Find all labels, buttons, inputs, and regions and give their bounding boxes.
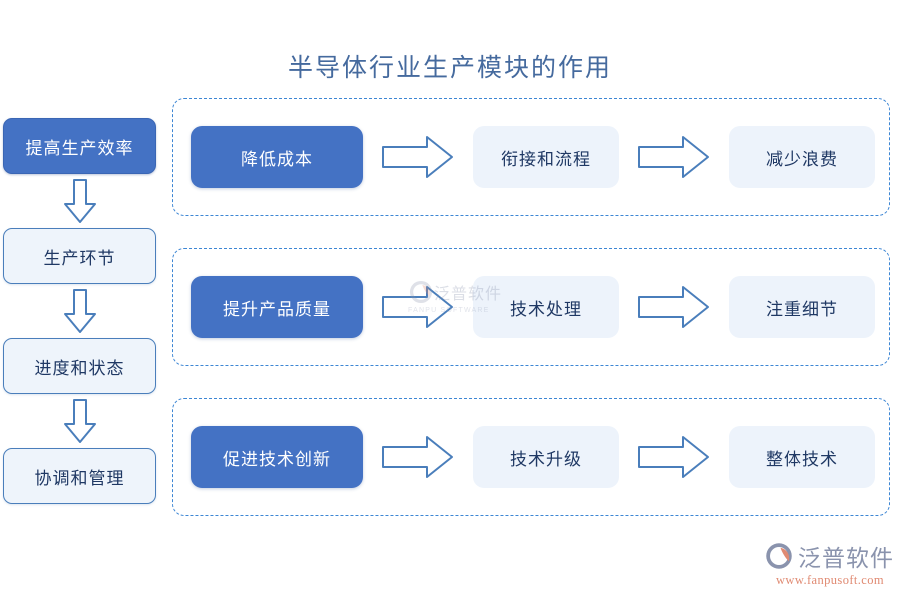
arrow-right-icon (638, 436, 709, 478)
sidebar-item-3[interactable]: 协调和管理 (3, 448, 156, 504)
sidebar-item-3-label: 协调和管理 (34, 468, 125, 488)
sidebar-item-0[interactable]: 提高生产效率 (3, 118, 156, 174)
sidebar-item-0-label: 提高生产效率 (25, 138, 134, 158)
row-group-quality: 提升产品质量 技术处理 注重细节 (172, 248, 890, 366)
row-0-node-1[interactable]: 衔接和流程 (473, 126, 619, 188)
row-group-cost: 降低成本 衔接和流程 减少浪费 (172, 98, 890, 216)
arrow-down-icon (63, 399, 96, 443)
logo-brand-row: 泛普软件 (764, 541, 896, 571)
sidebar-connector-2 (3, 394, 156, 448)
row-innovation-inner: 促进技术创新 技术升级 整体技术 (191, 426, 875, 488)
sidebar-item-1[interactable]: 生产环节 (3, 228, 156, 284)
logo-brand-text: 泛普软件 (798, 546, 894, 571)
row-cost-inner: 降低成本 衔接和流程 减少浪费 (191, 126, 875, 188)
fanpu-swoosh-logo-icon (766, 543, 792, 569)
row-1-node-2-label: 注重细节 (766, 299, 838, 319)
row-2-node-2-label: 整体技术 (766, 449, 838, 469)
arrow-right-icon (382, 136, 453, 178)
row-1-node-0[interactable]: 提升产品质量 (191, 276, 363, 338)
page-title: 半导体行业生产模块的作用 (287, 55, 612, 82)
row-group-innovation: 促进技术创新 技术升级 整体技术 (172, 398, 890, 516)
sidebar-item-2-label: 进度和状态 (34, 358, 125, 378)
sidebar-connector-0 (3, 174, 156, 228)
row-2-node-1[interactable]: 技术升级 (473, 426, 619, 488)
arrow-right-icon (638, 286, 709, 328)
sidebar-flow: 提高生产效率 生产环节 进度和状态 协调和管理 (3, 118, 156, 504)
row-0-node-2[interactable]: 减少浪费 (729, 126, 875, 188)
arrow-right-icon (382, 286, 453, 328)
row-0-connector-1 (619, 134, 729, 180)
arrow-right-icon (638, 136, 709, 178)
arrow-down-icon (63, 179, 96, 223)
row-2-connector-1 (619, 434, 729, 480)
row-2-connector-0 (363, 434, 473, 480)
row-0-node-0-label: 降低成本 (241, 149, 313, 169)
sidebar-item-2[interactable]: 进度和状态 (3, 338, 156, 394)
sidebar-item-1-label: 生产环节 (43, 248, 116, 268)
logo-url-text: www.fanpusoft.com (775, 573, 885, 587)
row-1-node-1-label: 技术处理 (510, 299, 582, 319)
row-2-node-0[interactable]: 促进技术创新 (191, 426, 363, 488)
row-1-node-1[interactable]: 技术处理 (473, 276, 619, 338)
row-0-node-2-label: 减少浪费 (766, 149, 838, 169)
row-0-connector-0 (363, 134, 473, 180)
sidebar-connector-1 (3, 284, 156, 338)
row-0-node-1-label: 衔接和流程 (501, 149, 591, 169)
fanpu-logo: 泛普软件 www.fanpusoft.com (764, 541, 896, 591)
row-0-node-0[interactable]: 降低成本 (191, 126, 363, 188)
row-2-node-2[interactable]: 整体技术 (729, 426, 875, 488)
arrow-right-icon (382, 436, 453, 478)
arrow-down-icon (63, 289, 96, 333)
row-1-node-0-label: 提升产品质量 (223, 299, 331, 319)
row-2-node-0-label: 促进技术创新 (223, 449, 331, 469)
row-1-connector-1 (619, 284, 729, 330)
row-2-node-1-label: 技术升级 (510, 449, 582, 469)
row-1-connector-0 (363, 284, 473, 330)
row-quality-inner: 提升产品质量 技术处理 注重细节 (191, 276, 875, 338)
row-1-node-2[interactable]: 注重细节 (729, 276, 875, 338)
